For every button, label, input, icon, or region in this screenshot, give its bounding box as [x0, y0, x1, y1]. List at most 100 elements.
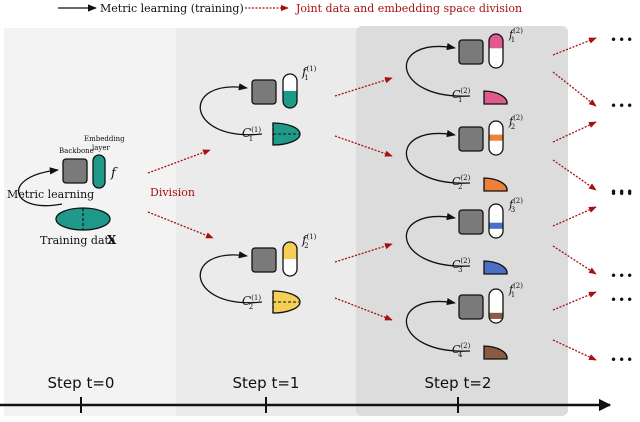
step1-group: f(1)1C(1)1 f(1)2C(1)2: [199, 65, 317, 314]
step1-f-label-1: f(1)1: [301, 65, 317, 82]
step1-embedding-pill: [282, 241, 298, 277]
pill-outline: [282, 241, 298, 277]
step1-data-half: [272, 290, 301, 314]
div-arrow-s2-6: [552, 245, 597, 275]
step2-embedding-pill: [488, 120, 504, 156]
ellipsis-column: •••••••••••••••••••••: [552, 33, 634, 367]
step2-metric-arc: [405, 213, 471, 267]
legend: Metric learning (training) Joint data an…: [58, 2, 522, 15]
pill-outline: [282, 73, 298, 109]
div-arrow-s2-2: [552, 71, 597, 107]
step1-metric-arc: [199, 83, 263, 136]
div-arrow-s2-4: [552, 159, 597, 191]
step2-metric-arc: [405, 298, 471, 352]
step1-node-1: f(1)1C(1)1: [199, 65, 317, 146]
pill-outline: [488, 288, 504, 324]
pill-fill: [489, 134, 503, 141]
embedding-label-line1: Embedding: [84, 135, 125, 143]
ellipsis-7: •••: [610, 353, 634, 367]
div-arrow-s0-a: [147, 149, 211, 174]
div-arrow-s2-7: [552, 291, 597, 311]
step1-node-2: f(1)2C(1)2: [199, 233, 317, 314]
ellipsis-2: •••: [610, 99, 634, 113]
division-arrows: [334, 77, 393, 321]
step2-backbone-box: [458, 39, 484, 65]
division-label: Division: [150, 186, 195, 199]
step2-backbone-box: [458, 294, 484, 320]
step2-c-label-2: C(2)2: [452, 174, 471, 191]
step2-metric-arc: [405, 130, 471, 184]
div-arrow-s2-5: [552, 206, 597, 227]
step2-backbone-box: [458, 209, 484, 235]
step2-embedding-pill: [488, 203, 504, 239]
embedding-label-line2: layer: [92, 144, 111, 152]
step0-embedding-layer: [92, 154, 106, 189]
div-arrow-s2-8: [552, 339, 597, 361]
step2-f-label-1: f(2)1: [508, 27, 523, 44]
step2-c-label-1: C(2)1: [452, 87, 471, 104]
training-data-label: Training data: [40, 234, 116, 247]
ellipsis-4: •••: [610, 187, 634, 201]
div-arrow-s2-3: [552, 121, 597, 143]
step-label-0: Step t=0: [48, 374, 115, 392]
legend-metric-learning: Metric learning (training): [100, 2, 244, 15]
step2-node-3: f(2)3C(2)3: [405, 197, 523, 275]
step1-backbone-box: [251, 247, 277, 273]
div-arrow-s1-a: [334, 77, 393, 97]
metric-learning-label: Metric learning: [7, 188, 94, 201]
step1-embedding-pill: [282, 73, 298, 109]
step2-data-quarter: [483, 345, 508, 360]
step2-node-2: f(2)2C(2)2: [405, 114, 523, 192]
div-arrow-s1-b: [334, 135, 393, 157]
step1-metric-arc: [199, 251, 263, 304]
pill-fill: [489, 312, 503, 319]
step0-metric-arc: [17, 167, 63, 207]
step1-data-half: [272, 122, 301, 146]
step1-backbone-box: [251, 79, 277, 105]
pill-fill: [489, 34, 503, 49]
step1-f-label-2: f(1)2: [301, 233, 317, 250]
step0-backbone-box: [62, 158, 88, 184]
pill-bg: [489, 204, 503, 238]
step2-data-quarter: [483, 90, 508, 105]
step-label-2: Step t=2: [425, 374, 492, 392]
div-arrow-s1-d: [334, 297, 393, 321]
backbone-label: Backbone: [59, 147, 94, 155]
legend-joint-division: Joint data and embedding space division: [295, 2, 522, 15]
pill-outline: [488, 33, 504, 69]
step2-group: f(2)1C(2)1f(2)2C(2)2f(2)3C(2)3f(2)1C(2)4: [405, 27, 523, 360]
step2-c-label-4: C(2)4: [452, 342, 471, 359]
step1-c-label-2: C(1)2: [242, 294, 261, 311]
step1-c-label-1: C(1)1: [242, 126, 261, 143]
div-arrow-s2-1: [552, 37, 597, 56]
div-arrow-s0-b: [147, 211, 214, 239]
step2-embedding-pill: [488, 288, 504, 324]
step0-group: Backbone Embedding layer f Metric learni…: [7, 135, 214, 247]
pill-fill: [283, 242, 297, 259]
ellipsis-1: •••: [610, 33, 634, 47]
step2-c-label-3: C(2)3: [452, 257, 471, 274]
pill-outline: [488, 120, 504, 156]
pill-fill: [489, 222, 503, 229]
training-data-x: X: [107, 233, 117, 247]
step2-data-quarter: [483, 177, 508, 192]
step2-node-4: f(2)1C(2)4: [405, 282, 523, 360]
step2-f-label-4: f(2)1: [508, 282, 523, 299]
timeline: Step t=0 Step t=1 Step t=2: [0, 374, 612, 413]
step-label-1: Step t=1: [233, 374, 300, 392]
step2-f-label-2: f(2)2: [508, 114, 523, 131]
ellipsis-3: •••: [610, 185, 634, 199]
div-arrow-s1-c: [334, 243, 393, 263]
step2-node-1: f(2)1C(2)1: [405, 27, 523, 105]
step2-metric-arc: [405, 43, 471, 97]
ellipsis-6: •••: [610, 293, 634, 307]
step2-data-quarter: [483, 260, 508, 275]
step2-f-label-3: f(2)3: [508, 197, 523, 214]
step2-embedding-pill: [488, 33, 504, 69]
step0-f-label: f: [110, 166, 118, 181]
pill-fill: [283, 91, 297, 108]
step2-backbone-box: [458, 126, 484, 152]
pill-outline: [488, 203, 504, 239]
ellipsis-5: •••: [610, 269, 634, 283]
